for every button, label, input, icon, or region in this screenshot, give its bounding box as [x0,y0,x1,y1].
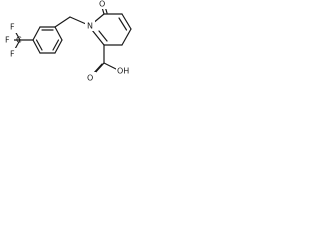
carboxylic-acid-group [91,44,119,76]
double-bond [52,39,60,51]
label-bg [116,65,133,76]
bond [54,39,63,54]
bond [54,26,63,41]
benzene-ring [32,26,63,54]
bond [32,26,41,41]
label-bg [86,72,96,83]
label-bg [9,48,19,59]
pyridinone-ring [91,2,132,46]
oxygen-label: O [87,74,93,83]
fluorine-label: F [5,36,10,45]
bond [14,39,21,50]
double-bond [35,39,43,51]
bond [121,13,132,30]
double-bond [118,17,128,31]
bond [103,62,119,71]
double-bond [98,30,108,42]
oxygen-label: O [99,0,105,9]
bond [91,29,105,46]
label-bg [9,22,19,33]
label-bg [4,34,14,45]
nitrogen-label: N [87,22,93,31]
bond [32,39,41,54]
methylene-bond [69,16,87,25]
bond [121,28,132,46]
label-bg [85,20,95,31]
hydroxyl-label: OH [117,67,129,76]
chemical-structure-diagram: F F F C N O O OH [4,0,133,83]
atom-labels: F F F C N O O OH [4,0,133,83]
label-bg [98,0,108,9]
carbon-label: C [16,36,22,45]
trifluoromethyl-group [10,30,34,50]
fluorine-label: F [10,23,15,32]
methylene-bond [54,16,71,28]
fluorine-label: F [10,50,15,59]
